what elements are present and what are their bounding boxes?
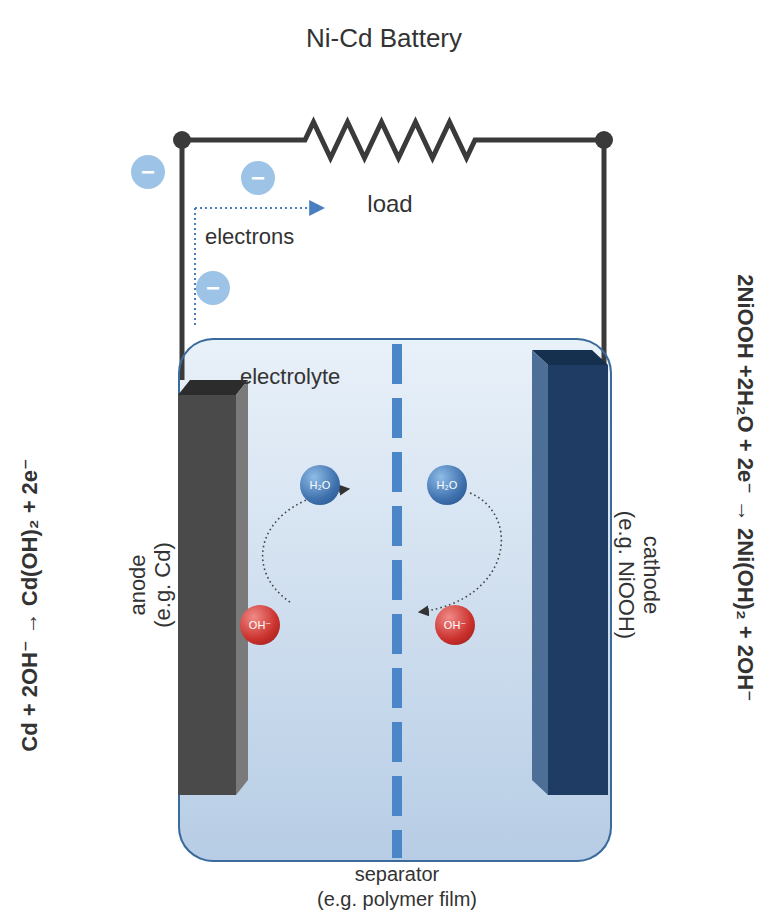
electrode-label: anode [125, 542, 150, 628]
molecule-formula: OH⁻ [444, 620, 466, 631]
electron-symbol: − [131, 155, 165, 189]
electrode-label: (e.g. Cd) [150, 542, 175, 628]
label-holder: 2NiOOH +2H₂O + 2e⁻ → 2Ni(OH)₂ + 2OH⁻ [732, 274, 757, 701]
anode-electrode: anode(e.g. Cd) [178, 380, 248, 795]
label-holder: (e.g. polymer film) [317, 888, 477, 911]
part-note: (e.g. polymer film) [317, 888, 477, 911]
ion-flow-arrow [263, 489, 348, 602]
water-molecule: H₂O [300, 465, 340, 505]
anode-plate [178, 380, 248, 795]
label-holder: electrons [205, 224, 294, 249]
electrode-caption: cathode(e.g. NiOOH) [614, 511, 665, 639]
resistor-symbol [285, 112, 495, 168]
hydroxide-ion: OH⁻ [240, 605, 280, 645]
molecule-formula: OH⁻ [249, 620, 271, 631]
load-resistor: load [285, 112, 495, 220]
molecule-formula: H₂O [310, 480, 331, 491]
electrolyte-fill [178, 338, 612, 862]
ion-flow-arrow [420, 493, 501, 612]
electron-charge: − [251, 166, 265, 190]
label-holder: separator [355, 863, 440, 886]
label-holder: Cd + 2OH⁻ → Cd(OH)₂ + 2e⁻ [17, 458, 42, 751]
cathode-electrode: cathode(e.g. NiOOH) [532, 350, 608, 795]
load-label: load [367, 190, 412, 218]
circuit-wire [495, 140, 604, 365]
electrode-caption: anode(e.g. Cd) [125, 542, 176, 628]
electrode-label: (e.g. NiOOH) [614, 511, 639, 639]
separator-film [392, 344, 402, 858]
plate-front [178, 395, 236, 795]
reaction-equation: 2NiOOH +2H₂O + 2e⁻ → 2Ni(OH)₂ + 2OH⁻ [732, 274, 757, 701]
plate-top [178, 380, 248, 395]
diagram-title: Ni-Cd Battery [306, 23, 462, 54]
wire-corner-dot [595, 131, 613, 149]
electrode-label: cathode [639, 511, 664, 639]
cell-caption: electrolyte [240, 364, 340, 389]
electron-symbol: − [196, 271, 230, 305]
reaction-equation: Cd + 2OH⁻ → Cd(OH)₂ + 2e⁻ [17, 458, 42, 751]
electron-charge: − [206, 276, 220, 300]
hydroxide-ion: OH⁻ [435, 605, 475, 645]
electrolyte-cell: anode(e.g. Cd) cathode(e.g. NiOOH) H₂O H₂O O… [178, 338, 612, 862]
electron-symbol: − [241, 161, 275, 195]
molecule-formula: H₂O [437, 480, 458, 491]
water-molecule: H₂O [427, 465, 467, 505]
plate-front [548, 365, 608, 795]
plate-side [532, 350, 548, 795]
plate-side [236, 380, 248, 795]
flow-label: electrons [205, 224, 294, 249]
electrolyte-label: electrolyte [240, 364, 340, 389]
part-label: separator [355, 863, 440, 886]
resistor-zigzag [285, 122, 495, 158]
electron-charge: − [141, 160, 155, 184]
electron-flow-arrow [195, 207, 322, 209]
wire-corner-dot [173, 131, 191, 149]
title-holder: Ni-Cd Battery [306, 23, 462, 54]
cathode-plate [532, 350, 608, 795]
electron-flow-line [194, 208, 196, 326]
circuit-wire [182, 140, 285, 380]
